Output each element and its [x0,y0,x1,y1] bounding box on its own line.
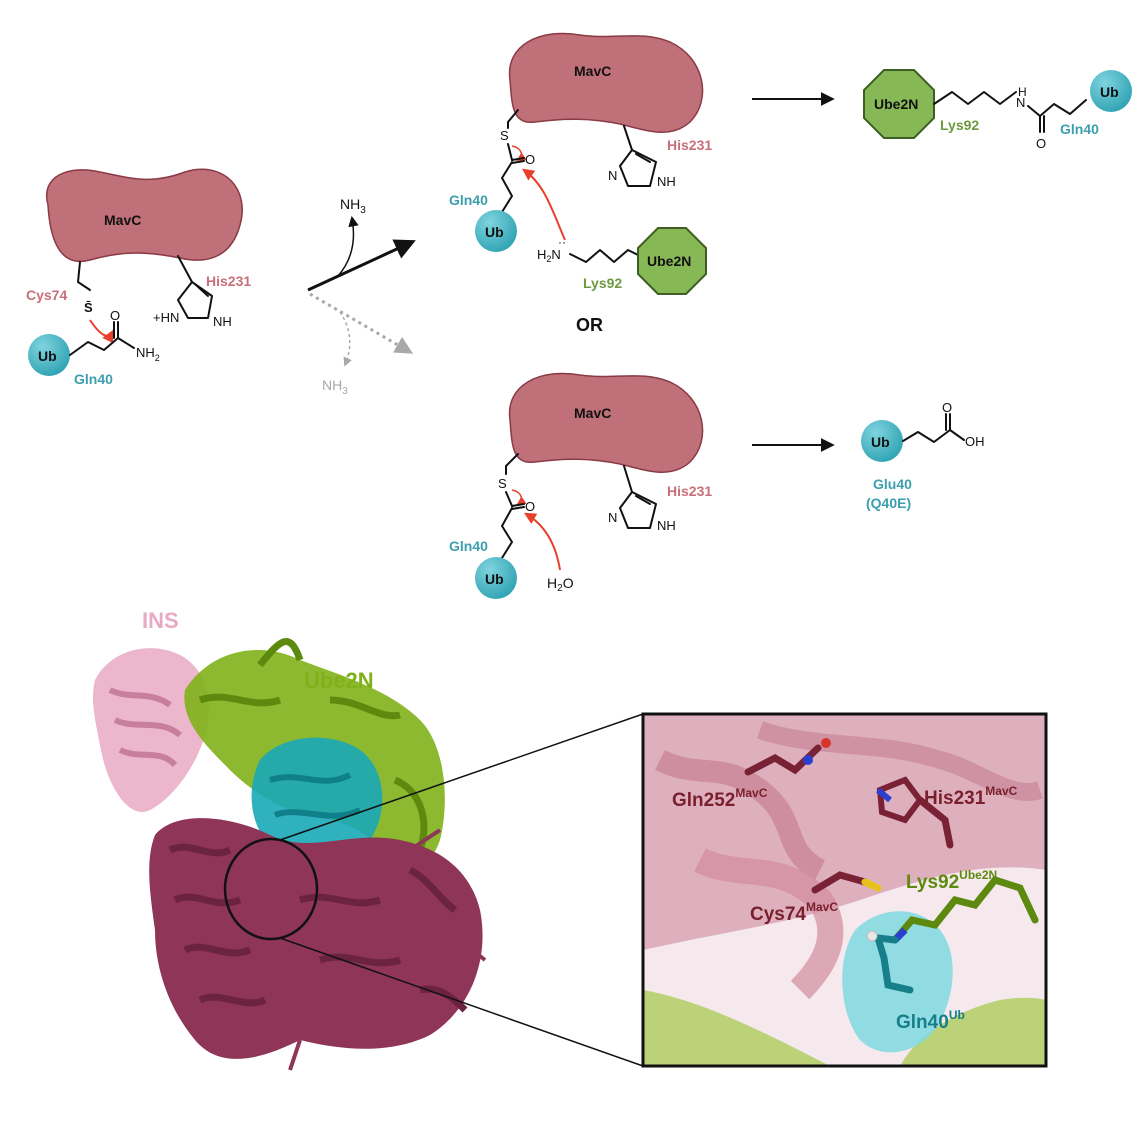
zoom-line-top [279,713,644,841]
ub-label-bottom: Ub [485,571,504,587]
thiolate-label: S̄ [84,300,93,315]
crosslink-product: Ube2N Lys92 H N O Ub Gln40 [863,69,1132,151]
plus-hn-label: +HN [153,310,179,325]
glu40-label: Glu40 [873,476,912,492]
gln252-label: Gln252MavC [672,786,768,811]
or-label: OR [576,315,603,335]
gln40-label-left: Gln40 [74,371,113,387]
deamidation-product: Ub O OH Glu40 (Q40E) [861,400,985,511]
protein-structure-overview: INS Ube2N Ub [92,608,644,1071]
nh-label-top: NH [657,174,676,189]
active-site-zoom: Gln252MavC His231MavC Cys74MavC Lys92Ube… [641,712,1048,1068]
mavc-label-top: MavC [574,63,611,79]
sulfur-label-top: S [500,128,509,143]
cys74-struct-label: Cys74MavC [750,900,838,925]
his231-left: His231 +HN NH [153,255,251,329]
nh-label-left: NH [213,314,232,329]
nh2-label-left: NH2 [136,345,160,363]
ub-label-deamidation: Ub [871,434,890,450]
ube2n-octagon-product [863,69,935,139]
ub-label-left: Ub [38,348,57,364]
cys74-ub-complex-left: Cys74 S̄ Ub O NH2 Gln40 [26,261,160,387]
h2o-label: H2O [547,575,574,594]
sulfur-label-bottom: S [498,476,507,491]
ub-sphere-top [475,210,517,252]
lys92-label-product: Lys92 [940,117,979,133]
oh-label: OH [965,434,985,449]
zoom-line-bottom [279,937,644,1067]
reaction-arrows-center: NH3 NH3 [307,196,416,397]
oxygen-label-deamidation: O [942,400,952,415]
nh3-label-top: NH3 [340,196,366,216]
ub-sphere-product [1090,70,1132,112]
ub-sphere-deamidation [861,420,903,462]
lys92-struct-label: Lys92Ube2N [906,868,997,893]
n-label-product: N [1016,95,1025,110]
mavc-label-left: MavC [104,212,141,228]
n-label-bottom: N [608,510,617,525]
his231-label-top: His231 [667,137,712,153]
gln40-label-product: Gln40 [1060,121,1099,137]
ub-label-product: Ub [1100,84,1119,100]
oxygen-label-top: O [525,152,535,167]
oxygen-label-left: O [110,308,120,323]
cys74-label-left: Cys74 [26,287,67,303]
ub-sphere-left [28,334,70,376]
n-label-top: N [608,168,617,183]
his231-struct-label: His231MavC [924,784,1018,809]
oxygen-label-product: O [1036,136,1046,151]
ube2n-label-top: Ube2N [647,253,691,269]
ube2n-struct-label: Ube2N [304,668,374,693]
mavc-label-bottom: MavC [574,405,611,421]
ube2n-label-product: Ube2N [874,96,918,112]
h-label-product: H [1018,85,1027,99]
gln40-struct-label: Gln40Ub [896,1008,965,1033]
nh3-label-bottom: NH3 [322,377,348,397]
gln40-label-top: Gln40 [449,192,488,208]
his231-label-bottom: His231 [667,483,712,499]
mavc-enzyme-bottom: MavC S O Gln40 Ub H2O His231 N NH [449,372,712,599]
ins-label: INS [142,608,179,633]
zoom-frame [641,712,1048,1068]
nh-label-bottom: NH [657,518,676,533]
ube2n-octagon-top [637,227,707,295]
gln40-label-bottom: Gln40 [449,538,488,554]
ub-sphere-bottom [475,557,517,599]
mavc-enzyme-top: MavC S O Gln40 Ub H2N ·· Ube2N Lys92 His… [449,32,712,295]
lone-pair: ·· [558,235,566,249]
oxygen-label-bottom: O [525,499,535,514]
mavc-enzyme-left: MavC [45,168,243,263]
h2n-label: H2N [537,247,561,264]
his231-label-left: His231 [206,273,251,289]
lys92-label-top: Lys92 [583,275,622,291]
active-site-circle [223,837,319,941]
ub-label-top: Ub [485,224,504,240]
q40e-label: (Q40E) [866,495,911,511]
